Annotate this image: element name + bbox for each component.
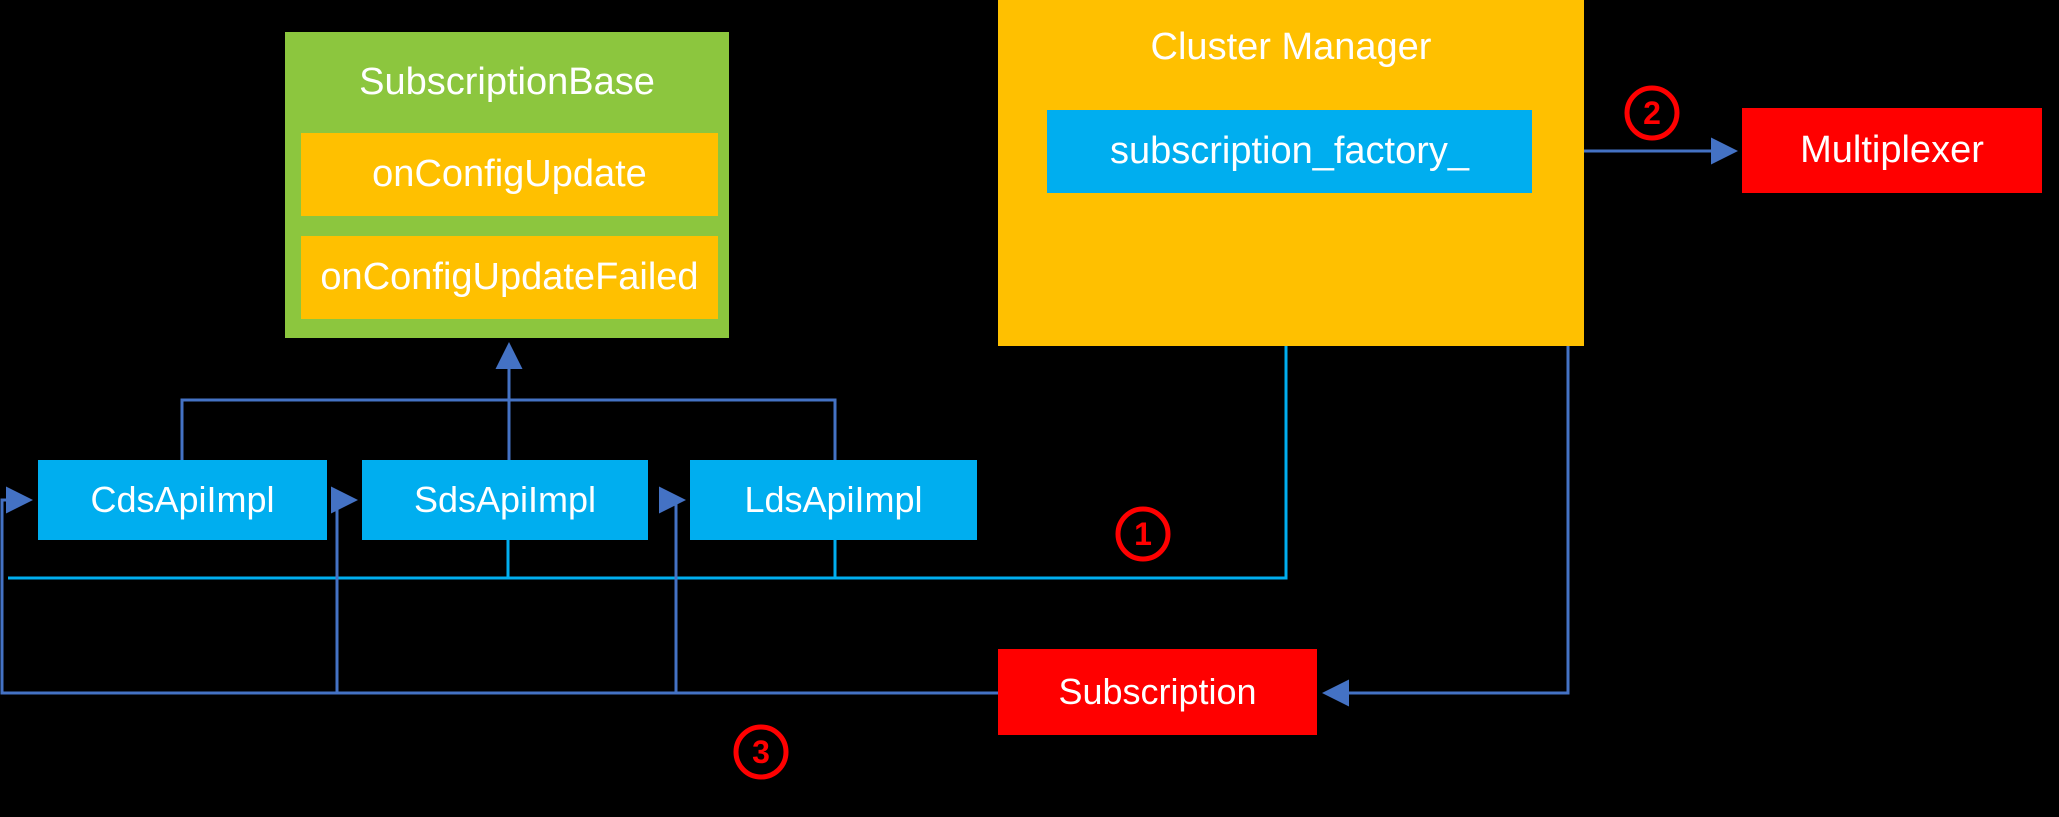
sds-api-impl-box[interactable]: SdsApiImpl	[362, 460, 648, 540]
edge-cds-to-sds	[331, 486, 358, 693]
method-on-config-update[interactable]: onConfigUpdate	[301, 133, 718, 216]
method-on-config-update-failed[interactable]: onConfigUpdateFailed	[301, 236, 718, 319]
subscription-factory-box[interactable]: subscription_factory_	[1047, 110, 1532, 193]
marker-3-label: 3	[752, 734, 770, 770]
marker-2-icon	[1624, 85, 1680, 141]
subscription-box[interactable]: Subscription	[998, 649, 1317, 735]
subscription-base-title: SubscriptionBase	[359, 61, 655, 104]
edge-apiimpl-drops	[506, 540, 837, 578]
marker-1-icon	[1115, 506, 1171, 562]
lds-api-impl-box[interactable]: LdsApiImpl	[690, 460, 977, 540]
marker-1-label: 1	[1134, 516, 1152, 552]
marker-3-icon	[733, 724, 789, 780]
cds-api-impl-box[interactable]: CdsApiImpl	[38, 460, 327, 540]
cluster-manager-title: Cluster Manager	[1150, 26, 1432, 69]
multiplexer-box[interactable]: Multiplexer	[1742, 108, 2042, 193]
edge-inheritance-bus	[180, 398, 837, 460]
marker-2-label: 2	[1643, 95, 1661, 131]
edge-sds-to-lds	[659, 486, 686, 693]
